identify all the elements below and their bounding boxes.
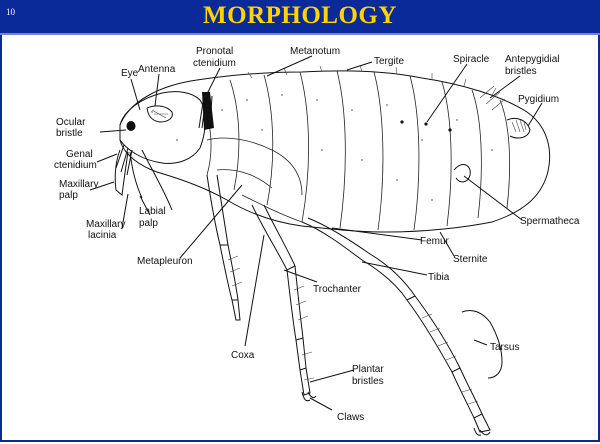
label-ocular-2: bristle — [56, 128, 83, 139]
label-spiracle: Spiracle — [453, 54, 490, 65]
label-femur: Femur — [420, 236, 450, 247]
label-plantar-2: bristles — [352, 376, 384, 387]
label-pygidium: Pygidium — [518, 94, 559, 105]
label-genal-2: ctenidium — [54, 160, 97, 171]
pygidium-plate — [507, 118, 530, 138]
flea-body — [115, 65, 549, 232]
label-coxa: Coxa — [231, 350, 255, 361]
flea-legs — [207, 175, 502, 435]
label-tarsus: Tarsus — [490, 342, 519, 353]
label-labial-palp-1: Labial — [139, 206, 166, 217]
label-tergite: Tergite — [374, 56, 404, 67]
label-sternite: Sternite — [453, 254, 488, 265]
label-plantar-1: Plantar — [352, 364, 384, 375]
flea-morphology-diagram: Eye Antenna Pronotal ctenidium Metanotum… — [2, 35, 598, 440]
label-maxillary-palp-1: Maxillary — [59, 179, 98, 190]
label-maxillary-palp-2: palp — [59, 190, 78, 201]
label-metapleuron: Metapleuron — [137, 256, 193, 267]
label-genal-1: Genal — [66, 149, 93, 160]
label-claws: Claws — [337, 412, 364, 423]
label-ocular-1: Ocular — [56, 117, 86, 128]
label-tibia: Tibia — [428, 272, 450, 283]
slide-title: MORPHOLOGY — [0, 2, 600, 30]
leader-lines — [90, 56, 542, 410]
label-antenna: Antenna — [138, 64, 176, 75]
label-eye: Eye — [121, 68, 139, 79]
content-frame: Eye Antenna Pronotal ctenidium Metanotum… — [0, 35, 600, 442]
label-maxillary-lacinia-1: Maxillary — [86, 219, 125, 230]
eye-spot — [127, 121, 136, 131]
label-maxillary-lacinia-2: lacinia — [88, 230, 117, 241]
label-spermatheca: Spermatheca — [520, 216, 580, 227]
label-pronotal-1: Pronotal — [196, 46, 233, 57]
label-labial-palp-2: palp — [139, 218, 158, 229]
label-trochanter: Trochanter — [313, 284, 362, 295]
title-bar: 10 MORPHOLOGY — [0, 0, 600, 35]
label-pronotal-2: ctenidium — [193, 58, 236, 69]
label-antepygidial-1: Antepygidial — [505, 54, 559, 65]
label-metanotum: Metanotum — [290, 46, 340, 57]
label-antepygidial-2: bristles — [505, 66, 537, 77]
pronotal-ctenidium-comb — [199, 92, 214, 130]
